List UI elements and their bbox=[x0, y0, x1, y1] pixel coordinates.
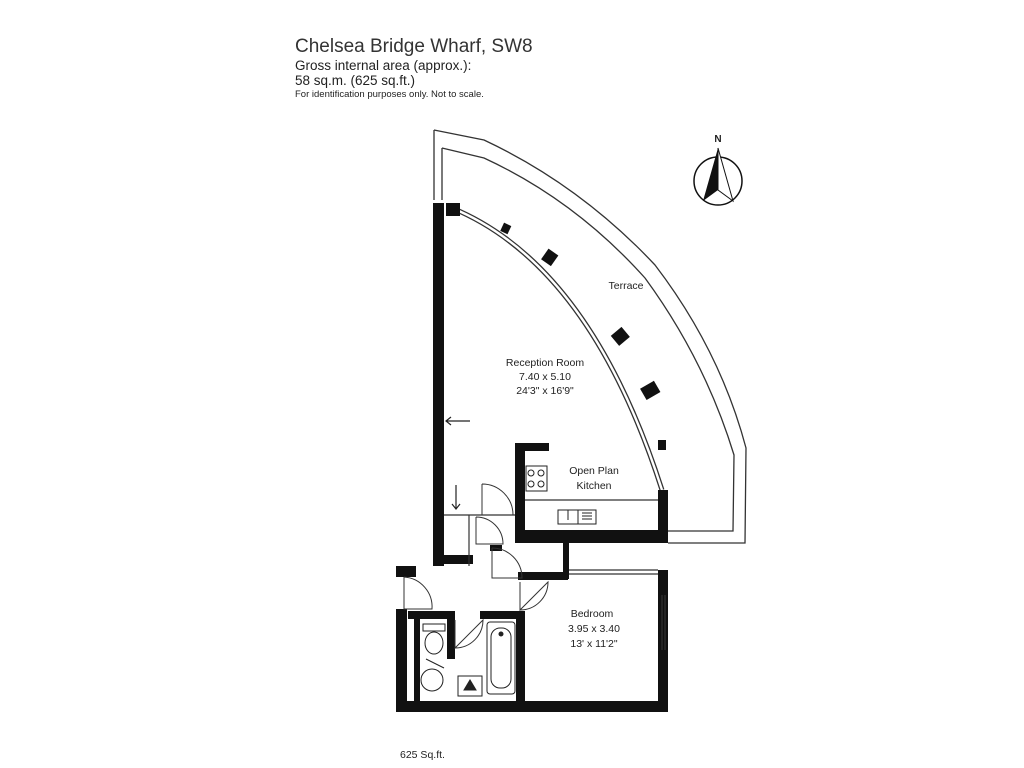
toilet-icon bbox=[422, 623, 446, 655]
area-label: Gross internal area (approx.): bbox=[295, 57, 472, 73]
reception-label: Reception Room bbox=[506, 357, 584, 369]
bedroom-imperial: 13' x 11'2" bbox=[570, 638, 618, 650]
shower-tray-icon bbox=[457, 675, 483, 697]
bathtub-icon bbox=[486, 621, 516, 695]
basin-icon bbox=[420, 658, 445, 692]
entrance-arrow-icon bbox=[445, 416, 470, 510]
terrace-outline bbox=[433, 129, 747, 544]
reception-imperial: 24'3" x 16'9" bbox=[516, 385, 574, 397]
area-value: 58 sq.m. (625 sq.ft.) bbox=[295, 73, 416, 89]
compass-label: N bbox=[714, 134, 721, 145]
door-swings bbox=[403, 483, 549, 650]
bedroom-label: Bedroom bbox=[571, 608, 614, 620]
kitchen-label-line2: Kitchen bbox=[576, 480, 611, 492]
kitchen-sink-icon bbox=[557, 509, 597, 525]
kitchen-hob-icon bbox=[525, 465, 548, 492]
plan-header: Chelsea Bridge Wharf, SW8 Gross internal… bbox=[295, 36, 533, 101]
property-title: Chelsea Bridge Wharf, SW8 bbox=[295, 36, 533, 57]
walls bbox=[396, 203, 668, 712]
bedroom-metric: 3.95 x 3.40 bbox=[568, 623, 620, 635]
terrace-label: Terrace bbox=[608, 280, 643, 292]
disclaimer: For identification purposes only. Not to… bbox=[295, 88, 484, 100]
kitchen-label-line1: Open Plan bbox=[569, 465, 619, 477]
curved-glazing bbox=[446, 203, 666, 491]
reception-metric: 7.40 x 5.10 bbox=[519, 371, 571, 383]
north-arrow-icon: N bbox=[693, 134, 743, 206]
footer-area: 625 Sq.ft. bbox=[400, 749, 445, 761]
